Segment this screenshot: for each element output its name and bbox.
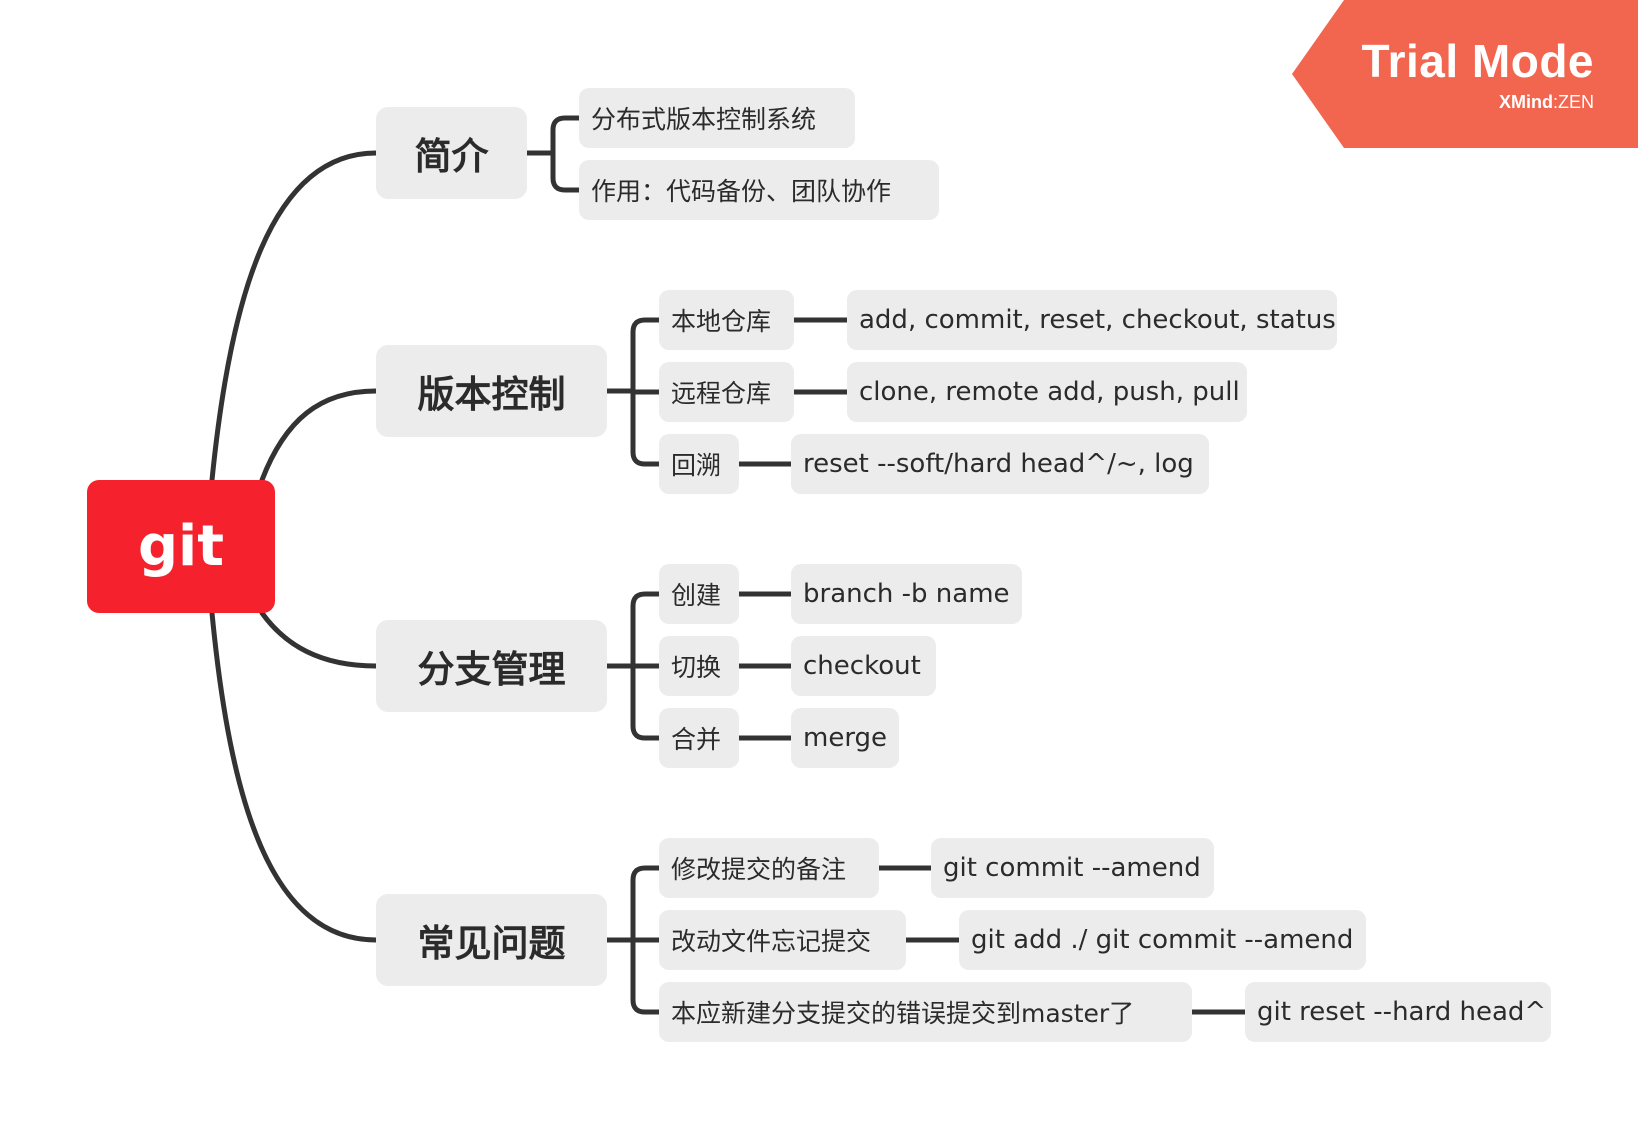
xmind-brand-main: XMind	[1498, 92, 1553, 112]
xmind-brand: XMind:ZEN	[1499, 92, 1594, 113]
trial-mode-title: Trial Mode	[1361, 35, 1594, 87]
subtopic-local-repo[interactable]: 本地仓库	[659, 290, 794, 350]
topic-common-issues[interactable]: 常见问题	[376, 894, 607, 986]
subtopic-remote-repo[interactable]: 远程仓库	[659, 362, 794, 422]
root-topic-git[interactable]: git	[87, 480, 275, 613]
connector-root-branch-management	[259, 610, 379, 669]
detail-remote-repo[interactable]: clone, remote add, push, pull	[847, 362, 1247, 422]
detail-forgot-file[interactable]: git add ./ git commit --amend	[959, 910, 1366, 970]
subtopic-distributed-vcs[interactable]: 分布式版本控制系统	[579, 88, 855, 148]
detail-merge[interactable]: merge	[791, 708, 899, 768]
connector-root-common-issues	[209, 610, 379, 943]
detail-switch[interactable]: checkout	[791, 636, 936, 696]
bracket-intro-bracket	[550, 115, 584, 193]
subtopic-forgot-file[interactable]: 改动文件忘记提交	[659, 910, 906, 970]
connector-root-version-control	[259, 388, 379, 483]
detail-create[interactable]: branch -b name	[791, 564, 1022, 624]
detail-wrong-branch-commit[interactable]: git reset --hard head^	[1245, 982, 1551, 1042]
subtopic-switch[interactable]: 切换	[659, 636, 739, 696]
detail-rollback[interactable]: reset --soft/hard head^/~, log	[791, 434, 1209, 494]
topic-intro[interactable]: 简介	[376, 107, 527, 199]
detail-local-repo[interactable]: add, commit, reset, checkout, status	[847, 290, 1337, 350]
detail-amend-message[interactable]: git commit --amend	[931, 838, 1214, 898]
subtopic-merge[interactable]: 合并	[659, 708, 739, 768]
subtopic-rollback[interactable]: 回溯	[659, 434, 739, 494]
xmind-brand-separator: :	[1552, 92, 1558, 112]
subtopic-amend-message[interactable]: 修改提交的备注	[659, 838, 879, 898]
subtopic-purpose[interactable]: 作用：代码备份、团队协作	[579, 160, 939, 220]
topic-version-control[interactable]: 版本控制	[376, 345, 607, 437]
connector-root-intro	[209, 150, 379, 483]
topic-branch-management[interactable]: 分支管理	[376, 620, 607, 712]
xmind-brand-sub: ZEN	[1558, 92, 1594, 112]
subtopic-create[interactable]: 创建	[659, 564, 739, 624]
trial-mode-badge: Trial Mode XMind:ZEN	[1292, 0, 1638, 148]
subtopic-wrong-branch-commit[interactable]: 本应新建分支提交的错误提交到master了	[659, 982, 1192, 1042]
